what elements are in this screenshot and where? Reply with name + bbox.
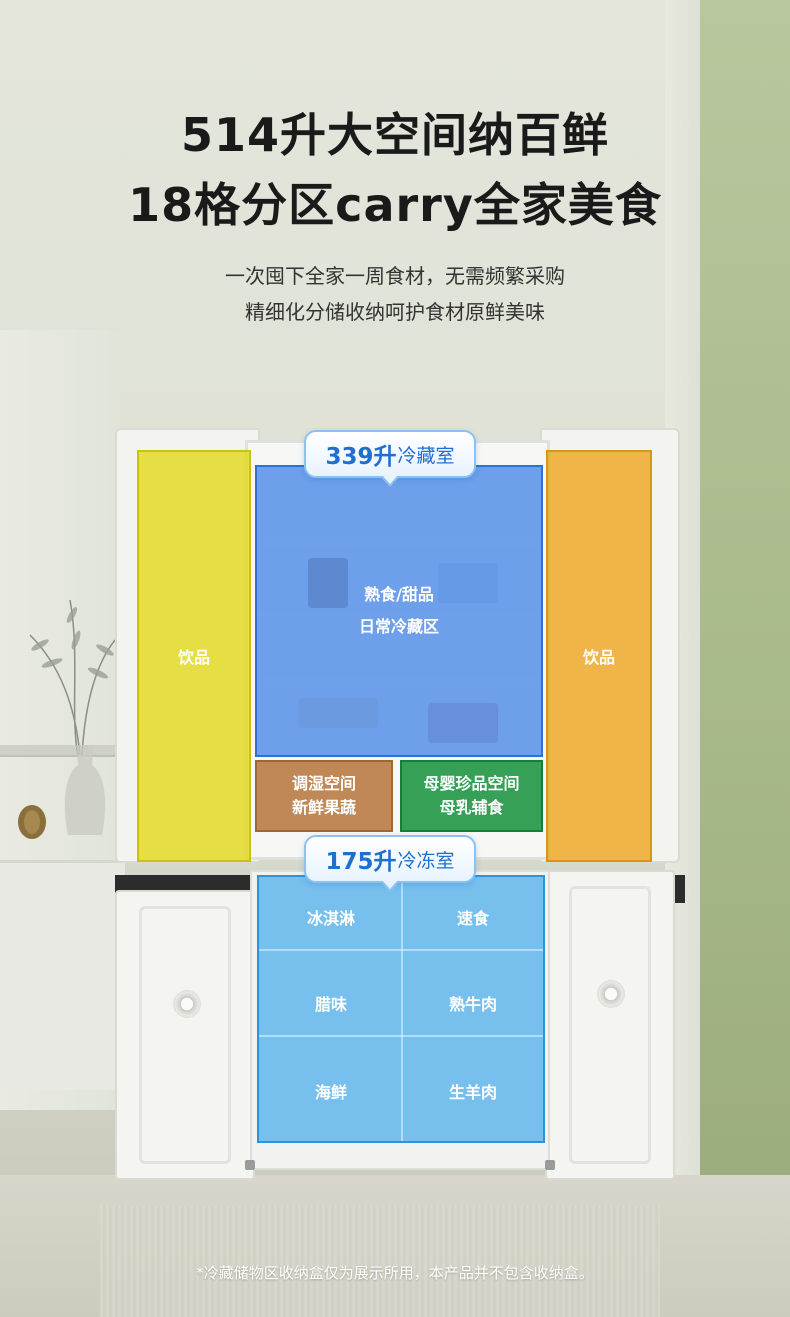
humidity-zone-line-2: 新鲜果蔬 bbox=[291, 798, 356, 817]
freezer-compartment-name: 冷冻室 bbox=[397, 849, 455, 872]
main-zone-line-2: 日常冷藏区 bbox=[358, 617, 439, 636]
drawer-divider bbox=[401, 877, 403, 1141]
humidity-zone: 调湿空间 新鲜果蔬 bbox=[255, 760, 393, 832]
headline-line-1: 514升大空间纳百鲜 bbox=[180, 108, 610, 162]
left-door-drinks-zone: 饮品 bbox=[137, 450, 251, 862]
right-door-label: 饮品 bbox=[582, 648, 615, 667]
freezer-left-door bbox=[115, 890, 255, 1180]
baby-zone-line-1: 母婴珍品空间 bbox=[423, 774, 520, 793]
freezer-drawer-label: 熟牛肉 bbox=[448, 995, 497, 1014]
fridge-capacity-badge: 339升 冷藏室 bbox=[304, 430, 476, 487]
freezer-right-door bbox=[545, 870, 675, 1180]
control-dial-icon bbox=[597, 980, 625, 1008]
pinecone-decoration bbox=[18, 805, 46, 839]
fridge-foot bbox=[545, 1160, 555, 1170]
drawer-divider bbox=[259, 1035, 543, 1037]
drawer-divider bbox=[259, 949, 543, 951]
fridge-volume: 339升 bbox=[325, 444, 397, 470]
left-door-label: 饮品 bbox=[177, 648, 210, 667]
humidity-zone-line-1: 调湿空间 bbox=[291, 774, 356, 793]
freezer-drawer-label: 海鲜 bbox=[314, 1083, 347, 1102]
wall-ledge bbox=[0, 745, 130, 757]
door-panel bbox=[139, 906, 231, 1164]
subheadline-line-2: 精细化分储收纳呵护食材原鲜美味 bbox=[245, 300, 545, 324]
fridge-foot bbox=[245, 1160, 255, 1170]
door-panel bbox=[569, 886, 651, 1164]
baby-zone: 母婴珍品空间 母乳辅食 bbox=[400, 760, 543, 832]
freezer-drawer-label: 速食 bbox=[456, 909, 489, 928]
baby-zone-line-2: 母乳辅食 bbox=[439, 798, 504, 817]
subheadline: 一次囤下全家一周食材，无需频繁采购 精细化分储收纳呵护食材原鲜美味 bbox=[0, 258, 790, 330]
freezer-drawer-label: 腊味 bbox=[314, 995, 347, 1014]
freezer-volume: 175升 bbox=[325, 849, 397, 875]
headline-line-2: 18格分区carry全家美食 bbox=[128, 178, 662, 232]
control-dial-icon bbox=[173, 990, 201, 1018]
plant-decoration bbox=[29, 599, 116, 755]
freezer-zone: 冰淇淋 速食 腊味 熟牛肉 海鲜 生羊肉 bbox=[257, 875, 545, 1143]
freezer-drawer-label: 冰淇淋 bbox=[306, 909, 355, 928]
side-cabinet bbox=[0, 860, 125, 1090]
main-fridge-zone: 熟食/甜品 日常冷藏区 bbox=[255, 465, 543, 757]
main-zone-line-1: 熟食/甜品 bbox=[364, 585, 434, 604]
freezer-capacity-badge: 175升 冷冻室 bbox=[304, 835, 476, 892]
vase-decoration bbox=[64, 745, 106, 835]
right-door-drinks-zone: 饮品 bbox=[546, 450, 652, 862]
fridge-compartment-name: 冷藏室 bbox=[397, 444, 455, 467]
disclaimer-footnote: *冷藏储物区收纳盒仅为展示所用，本产品并不包含收纳盒。 bbox=[196, 1264, 594, 1282]
green-wall bbox=[700, 0, 790, 1317]
rug bbox=[100, 1205, 660, 1317]
headline: 514升大空间纳百鲜 18格分区carry全家美食 bbox=[0, 100, 790, 240]
freezer-drawer-label: 生羊肉 bbox=[448, 1083, 497, 1102]
subheadline-line-1: 一次囤下全家一周食材，无需频繁采购 bbox=[225, 264, 565, 288]
